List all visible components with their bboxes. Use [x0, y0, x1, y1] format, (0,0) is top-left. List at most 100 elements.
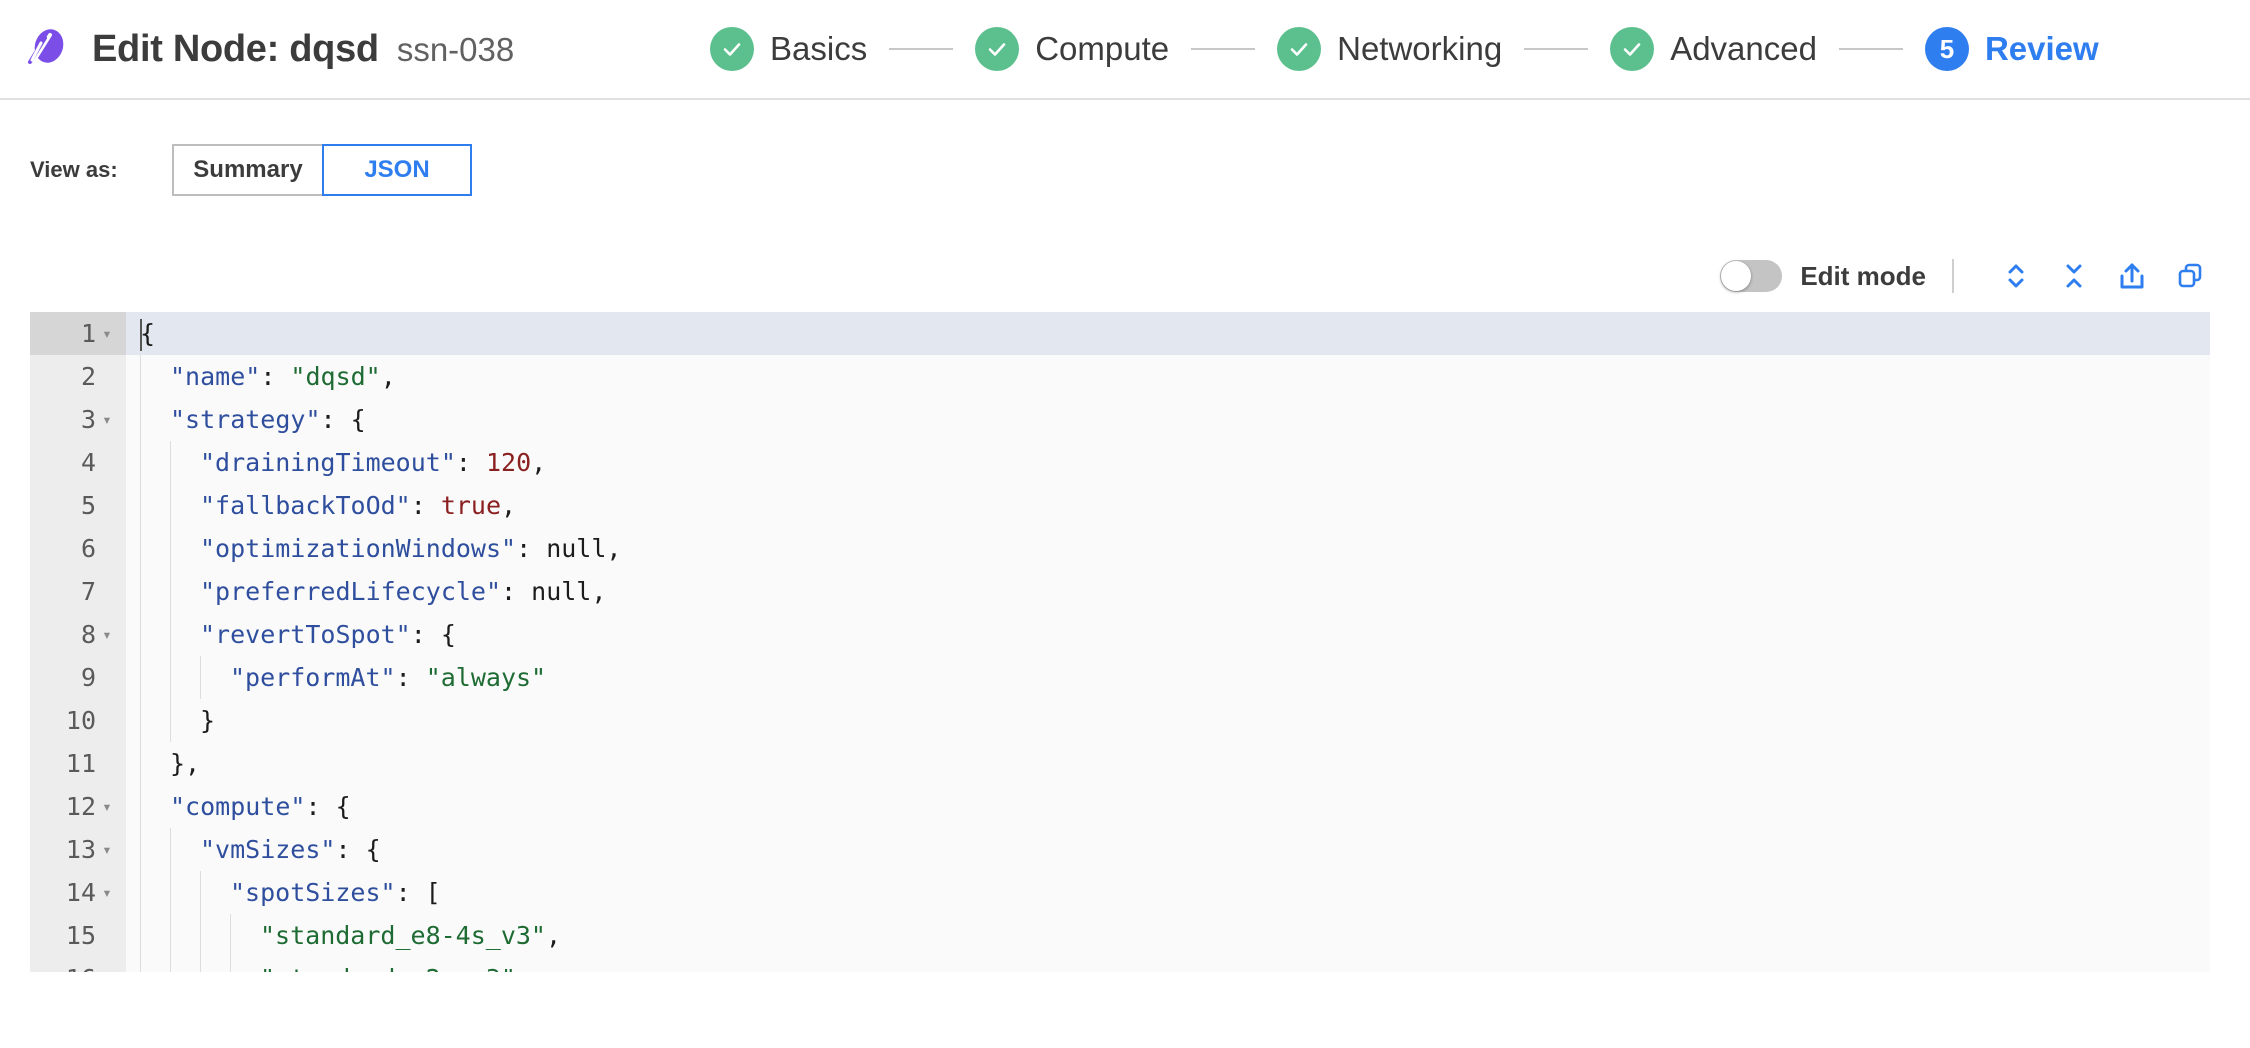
edit-mode-toggle[interactable] [1720, 260, 1783, 292]
line-number: 12 [65, 792, 96, 821]
json-token-bool: true [440, 491, 502, 520]
code-line[interactable]: 11▾}, [30, 742, 2210, 785]
indent-guide [140, 785, 141, 828]
expand-all-icon[interactable] [1994, 256, 2038, 296]
code-line[interactable]: 4▾"drainingTimeout": 120, [30, 441, 2210, 484]
line-number-gutter: 16▾ [30, 957, 126, 972]
code-line[interactable]: 12 ▾ "compute": { [30, 785, 2210, 828]
fold-toggle-icon[interactable]: ▾ [102, 409, 112, 429]
code-line[interactable]: 10▾} [30, 699, 2210, 742]
edit-mode-label: Edit mode [1800, 260, 1926, 291]
json-token-str: "always" [425, 663, 547, 692]
fold-toggle-icon[interactable]: ▾ [102, 796, 112, 816]
code-line[interactable]: 1▾{ [30, 312, 2210, 355]
code-line[interactable]: 14 ▾ "spotSizes": [ [30, 871, 2210, 914]
indent-guide [140, 484, 141, 527]
line-number: 16 [66, 957, 96, 972]
code-line[interactable]: 9▾"performAt": "always" [30, 656, 2210, 699]
step-status-check-icon [1277, 27, 1322, 71]
stepper-label-basics: Basics [770, 30, 868, 67]
line-number: 14 [65, 878, 96, 907]
line-number-gutter: 4▾ [30, 441, 126, 484]
indent-guide [230, 957, 231, 972]
indent-guide [170, 914, 171, 957]
json-token-punct: , [606, 534, 622, 563]
code-line[interactable]: 2▾"name": "dqsd", [30, 355, 2210, 398]
code-line-text: }, [126, 742, 2210, 785]
stepper-label-compute: Compute [1035, 30, 1170, 67]
json-code-editor[interactable]: 1▾{2▾"name": "dqsd",3▾"strategy": {4▾"dr… [30, 312, 2210, 972]
code-line-text: "optimizationWindows": null, [126, 527, 2210, 570]
code-lines-container: 1▾{2▾"name": "dqsd",3▾"strategy": {4▾"dr… [30, 312, 2210, 972]
json-token-punct: : { [320, 405, 366, 434]
json-token-punct: : { [335, 835, 381, 864]
json-token-key: "fallbackToOd" [200, 491, 411, 520]
json-token-null: null [546, 534, 607, 563]
code-line[interactable]: 7▾"preferredLifecycle": null, [30, 570, 2210, 613]
stepper-step-basics[interactable]: Basics [710, 27, 867, 71]
line-number-gutter: 11▾ [30, 742, 126, 785]
code-line-text: "strategy": { [126, 398, 2210, 441]
view-as-summary-button[interactable]: Summary [172, 144, 322, 196]
code-line[interactable]: 3▾"strategy": { [30, 398, 2210, 441]
line-number: 5 [80, 491, 96, 520]
line-number-gutter: 3▾ [30, 398, 126, 441]
fold-toggle-icon[interactable]: ▾ [102, 882, 112, 902]
view-as-json-button[interactable]: JSON [322, 144, 472, 196]
fold-toggle-icon[interactable]: ▾ [102, 624, 112, 644]
line-number: 15 [65, 921, 96, 950]
indent-guide [170, 828, 171, 871]
json-token-punct: : [410, 491, 441, 520]
line-number: 7 [80, 577, 96, 606]
json-token-key: "spotSizes" [230, 878, 396, 907]
line-number: 2 [80, 362, 96, 391]
code-line-text: "drainingTimeout": 120, [126, 441, 2210, 484]
fold-toggle-icon[interactable]: ▾ [102, 323, 112, 343]
code-line[interactable]: 6▾"optimizationWindows": null, [30, 527, 2210, 570]
line-number-gutter: 8▾ [30, 613, 126, 656]
json-token-punct: : [260, 362, 291, 391]
indent-guide [140, 828, 141, 871]
toolbar-divider [1952, 259, 1954, 293]
indent-guide [170, 957, 171, 972]
stepper-step-advanced[interactable]: Advanced [1610, 27, 1817, 71]
editor-toolbar: Edit mode [0, 252, 2250, 300]
indent-guide [170, 871, 171, 914]
indent-guide [140, 398, 141, 441]
line-number-gutter: 5▾ [30, 484, 126, 527]
json-token-punct: : { [305, 792, 351, 821]
indent-guide [170, 441, 171, 484]
line-number: 6 [80, 534, 96, 563]
json-token-num: 120 [485, 448, 532, 477]
stepper-label-review: Review [1984, 30, 2099, 67]
json-token-punct: : [395, 663, 426, 692]
line-number: 8 [80, 620, 96, 649]
code-line-text: "revertToSpot": { [126, 613, 2210, 656]
step-status-check-icon [710, 27, 754, 71]
stepper-step-networking[interactable]: Networking [1277, 27, 1502, 71]
line-number-gutter: 7▾ [30, 570, 126, 613]
json-token-punct: , [501, 491, 517, 520]
line-number-gutter: 10▾ [30, 699, 126, 742]
wizard-stepper: Basics Compute Networking Advanced [700, 0, 2099, 98]
collapse-all-icon[interactable] [2052, 256, 2096, 296]
json-token-punct: : [ [395, 878, 441, 907]
code-line[interactable]: 13▾"vmSizes": { [30, 828, 2210, 871]
toggle-knob [1721, 261, 1752, 291]
code-line[interactable]: 15▾"standard_e8-4s_v3", [30, 914, 2210, 957]
fold-toggle-icon[interactable]: ▾ [102, 839, 112, 859]
code-line[interactable]: 8▾"revertToSpot": { [30, 613, 2210, 656]
line-number: 10 [65, 706, 96, 735]
indent-guide [140, 957, 141, 972]
stepper-step-review[interactable]: 5 Review [1924, 27, 2099, 71]
code-line[interactable]: 16▾"standard_e2s_v3" [30, 957, 2210, 972]
json-token-key: "compute" [170, 792, 306, 821]
text-cursor [140, 319, 142, 351]
indent-guide [140, 742, 141, 785]
copy-icon[interactable] [2168, 256, 2212, 296]
stepper-step-compute[interactable]: Compute [975, 27, 1169, 71]
indent-guide [140, 527, 141, 570]
code-line[interactable]: 5▾ "fallbackToOd": true, [30, 484, 2210, 527]
export-icon[interactable] [2110, 256, 2154, 296]
json-token-punct: } [200, 706, 216, 735]
